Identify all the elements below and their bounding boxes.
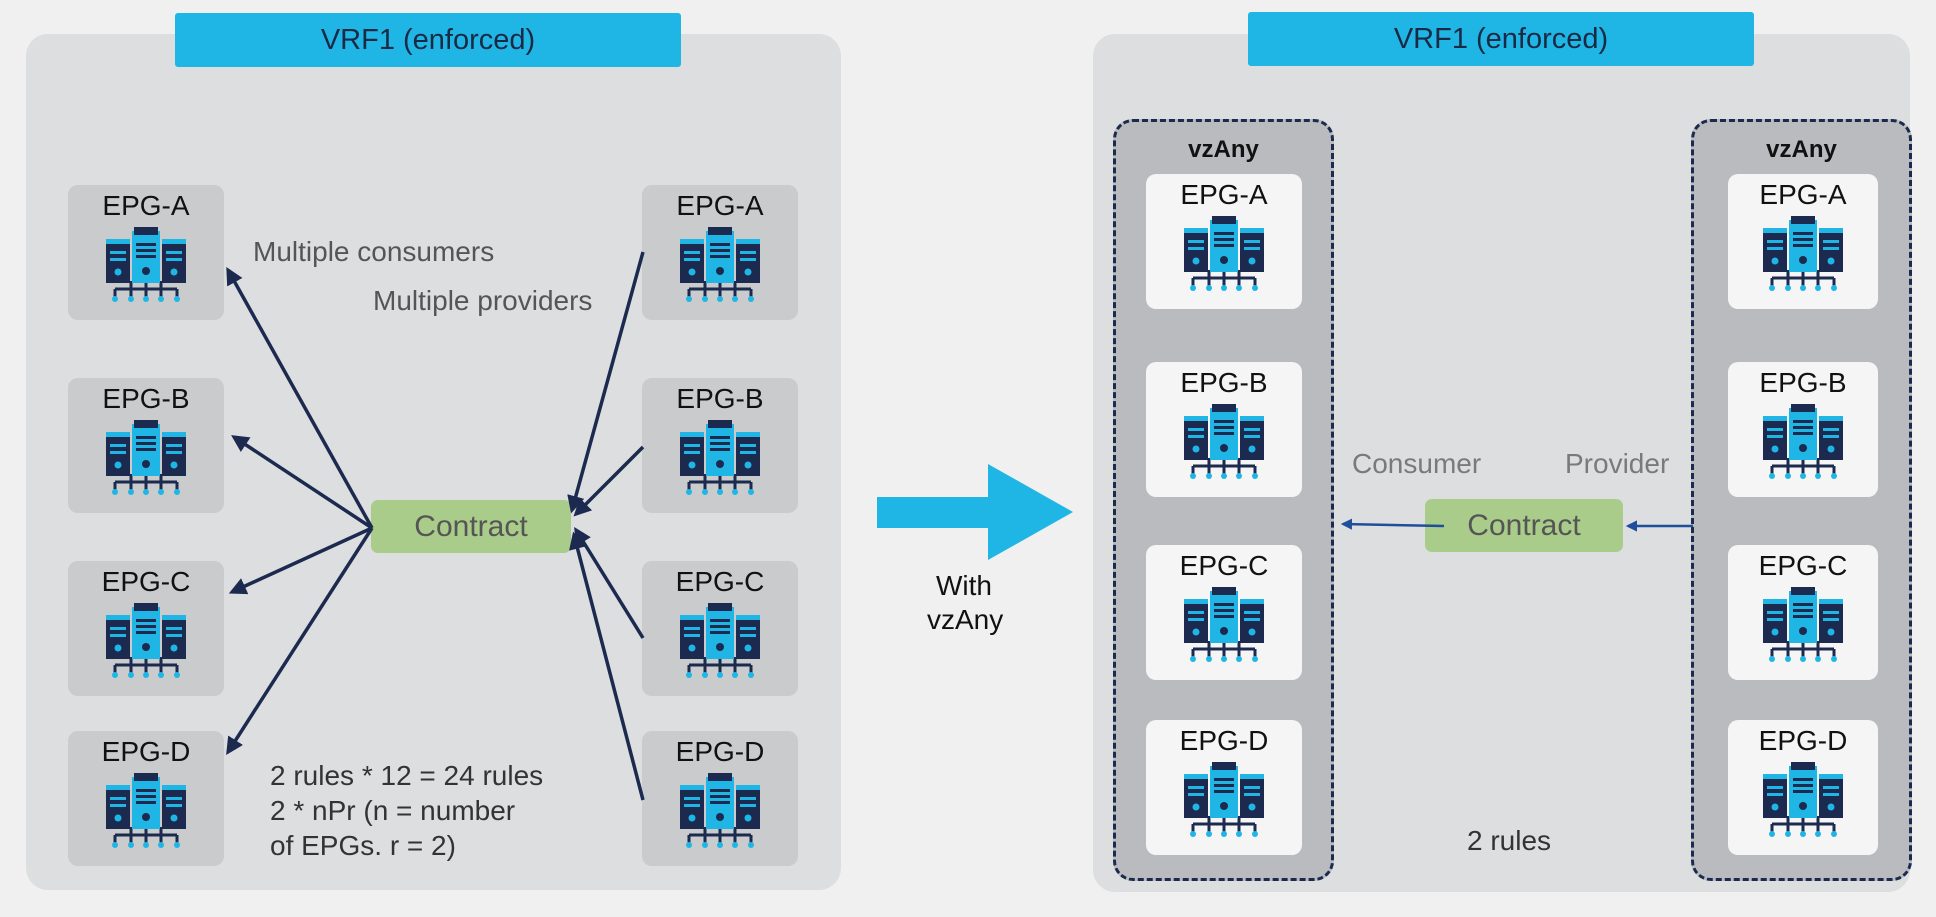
epg-label: EPG-A bbox=[1759, 179, 1847, 210]
vzany-consumer-epg-a: EPG-A bbox=[1146, 174, 1302, 309]
epg-label: EPG-B bbox=[1759, 367, 1847, 398]
left-consumer-epg-a: EPG-A bbox=[68, 185, 224, 320]
multiple-consumers-label: Multiple consumers bbox=[253, 236, 495, 267]
multiple-providers-label: Multiple providers bbox=[373, 285, 593, 316]
epg-label: EPG-A bbox=[102, 190, 190, 221]
left-provider-epg-c: EPG-C bbox=[642, 561, 798, 696]
rules-line: 2 * nPr (n = number bbox=[270, 795, 516, 826]
arrow-from-provider-c bbox=[574, 527, 645, 639]
rules-line: 2 rules * 12 = 24 rules bbox=[270, 760, 544, 791]
epg-label: EPG-D bbox=[1758, 725, 1848, 756]
left-consumer-epg-c: EPG-C bbox=[68, 561, 224, 696]
vzany-consumer-epg-d: EPG-D bbox=[1146, 720, 1302, 855]
vzany-consumer-epg-b: EPG-B bbox=[1146, 362, 1302, 497]
left-consumer-epg-b: EPG-B bbox=[68, 378, 224, 513]
left-provider-epg-a: EPG-A bbox=[642, 185, 798, 320]
left-provider-epg-b: EPG-B bbox=[642, 378, 798, 513]
vzany-provider-epg-c: EPG-C bbox=[1728, 545, 1878, 680]
arrow-from-provider-a bbox=[567, 251, 645, 514]
consumer-label: Consumer bbox=[1352, 448, 1482, 479]
right-vrf-title: VRF1 (enforced) bbox=[1248, 12, 1754, 66]
vzany-provider-epg-a: EPG-A bbox=[1728, 174, 1878, 309]
epg-label: EPG-C bbox=[1758, 550, 1848, 581]
left-provider-epg-d: EPG-D bbox=[642, 731, 798, 866]
epg-label: EPG-C bbox=[101, 566, 191, 597]
vzany-provider-epg-d: EPG-D bbox=[1728, 720, 1878, 855]
left-contract: Contract bbox=[371, 500, 571, 553]
transition-caption-line2: vzAny bbox=[927, 604, 1004, 635]
epg-label: EPG-B bbox=[676, 383, 764, 414]
left-consumer-epg-d: EPG-D bbox=[68, 731, 224, 866]
transition-caption-line1: With bbox=[936, 570, 992, 601]
right-contract: Contract bbox=[1425, 499, 1623, 552]
arrow-to-consumer-c bbox=[228, 526, 373, 595]
arrow-from-provider-d bbox=[569, 531, 645, 801]
vzany-provider-epg-b: EPG-B bbox=[1728, 362, 1878, 497]
epg-label: EPG-D bbox=[675, 736, 765, 767]
epg-label: EPG-D bbox=[101, 736, 191, 767]
rules-line: of EPGs. r = 2) bbox=[270, 830, 456, 861]
epg-label: EPG-C bbox=[675, 566, 765, 597]
arrow-to-consumer-d bbox=[226, 527, 374, 755]
epg-label: EPG-A bbox=[676, 190, 764, 221]
epg-label: EPG-A bbox=[1180, 179, 1268, 210]
vzany-consumer-epg-c: EPG-C bbox=[1146, 545, 1302, 680]
vzany-title: vzAny bbox=[1188, 136, 1259, 163]
vzany-title: vzAny bbox=[1766, 136, 1837, 163]
arrow-from-provider-b bbox=[573, 445, 645, 517]
epg-label: EPG-B bbox=[1180, 367, 1268, 398]
left-rules-text: 2 rules * 12 = 24 rules 2 * nPr (n = num… bbox=[270, 758, 543, 863]
arrow-to-consumer-a bbox=[226, 266, 374, 529]
epg-label: EPG-B bbox=[102, 383, 190, 414]
provider-label: Provider bbox=[1565, 448, 1670, 479]
left-vrf-title: VRF1 (enforced) bbox=[175, 13, 681, 67]
arrow-contract-to-consumer bbox=[1340, 518, 1445, 530]
right-rules-text: 2 rules bbox=[1467, 825, 1552, 856]
epg-label: EPG-C bbox=[1179, 550, 1269, 581]
arrow-to-consumer-b bbox=[231, 435, 373, 530]
epg-label: EPG-D bbox=[1179, 725, 1269, 756]
